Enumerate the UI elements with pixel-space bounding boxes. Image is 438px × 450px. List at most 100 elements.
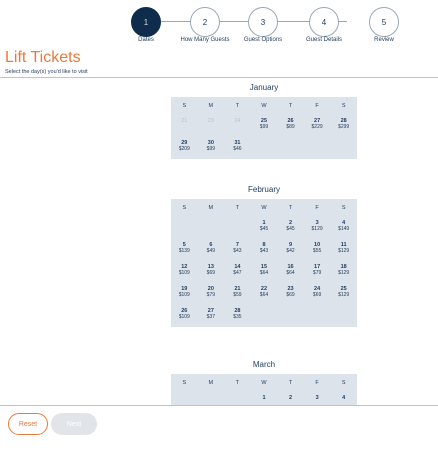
day-price: $139 [178, 248, 190, 254]
day-number: 17 [314, 264, 321, 270]
step-dates[interactable]: 1 [131, 7, 161, 37]
calendar-day[interactable]: 14$47 [224, 261, 251, 283]
calendar-day[interactable]: 13$69 [198, 261, 225, 283]
weekday-label: M [208, 103, 214, 109]
day-price: $129 [338, 248, 350, 254]
calendar-day[interactable]: 17$79 [304, 261, 331, 283]
calendar-day[interactable]: 28$35 [224, 305, 251, 327]
day-price: $299 [338, 124, 350, 130]
day-number: 13 [207, 264, 214, 270]
empty-day [251, 305, 278, 327]
calendar-day[interactable]: 18$129 [330, 261, 357, 283]
calendar-day[interactable]: 22$64 [251, 283, 278, 305]
next-button[interactable]: Next [51, 413, 97, 435]
weekday-label: F [315, 380, 319, 386]
calendar-day[interactable]: 4 [330, 392, 357, 405]
day-number: 1 [262, 220, 266, 226]
day-number: 22 [260, 286, 268, 292]
calendar-day[interactable]: 1$45 [251, 217, 278, 239]
calendar-day[interactable]: 19$109 [171, 283, 198, 305]
calendar-day[interactable]: 2 [277, 392, 304, 405]
weekday-label: M [208, 380, 214, 386]
calendar-day[interactable]: 27$37 [198, 305, 225, 327]
calendar-day[interactable]: 31$46 [224, 137, 251, 159]
day-price: $59 [233, 292, 242, 298]
day-number: 10 [314, 242, 321, 248]
calendar-day[interactable]: 8$43 [251, 239, 278, 261]
weekday-label: T [235, 103, 240, 109]
title-divider [0, 77, 438, 78]
step-number: 3 [260, 17, 266, 27]
day-number: 14 [234, 264, 241, 270]
day-number: 25 [340, 286, 347, 292]
day-number: 2 [289, 395, 293, 401]
calendar-day[interactable]: 4$149 [330, 217, 357, 239]
progress-stepper: 1 2 3 4 5 Dates How Many Guests Guest Op… [0, 4, 438, 44]
day-number: 1 [262, 395, 266, 401]
calendar-day[interactable]: 7$43 [224, 239, 251, 261]
step-label-how-many-guests: How Many Guests [180, 37, 230, 43]
calendar-day[interactable]: 23$69 [277, 283, 304, 305]
weekday-label: M [208, 205, 214, 211]
calendar-day[interactable]: 30$99 [198, 137, 225, 159]
day-price: $47 [233, 270, 242, 276]
day-price: $35 [233, 314, 242, 320]
calendar-day[interactable]: 21$59 [224, 283, 251, 305]
calendar-day[interactable]: 3$129 [304, 217, 331, 239]
calendar-day[interactable]: 25$129 [330, 283, 357, 305]
reset-button[interactable]: Reset [8, 413, 48, 435]
step-guest-details[interactable]: 4 [309, 7, 339, 37]
step-how-many-guests[interactable]: 2 [190, 7, 220, 37]
calendar-day[interactable]: 11$129 [330, 239, 357, 261]
day-price: $149 [338, 226, 350, 232]
calendar-day[interactable]: 28$299 [330, 115, 357, 137]
calendar-day[interactable]: 9$42 [277, 239, 304, 261]
calendar-day[interactable]: 12$109 [171, 261, 198, 283]
step-review[interactable]: 5 [369, 7, 399, 37]
day-price: $89 [286, 124, 295, 130]
month-title: January [249, 83, 279, 92]
calendar-day[interactable]: 29$209 [171, 137, 198, 159]
step-guest-options[interactable]: 3 [248, 7, 278, 37]
calendar-day[interactable]: 16$64 [277, 261, 304, 283]
calendar-day[interactable]: 2$45 [277, 217, 304, 239]
day-number: 24 [234, 118, 241, 124]
calendar-day[interactable]: 24$69 [304, 283, 331, 305]
calendar-day[interactable]: 20$79 [198, 283, 225, 305]
calendar-day[interactable]: 15$64 [251, 261, 278, 283]
day-price: $129 [311, 226, 323, 232]
calendar-day[interactable]: 10$55 [304, 239, 331, 261]
calendar-day[interactable]: 6$49 [198, 239, 225, 261]
weekday-label: W [261, 103, 267, 109]
day-price: $43 [233, 248, 242, 254]
weekday-label: T [235, 205, 240, 211]
day-number: 28 [234, 308, 241, 314]
weekday-label: F [315, 103, 319, 109]
calendar-day[interactable]: 1 [251, 392, 278, 405]
weekday-label: W [261, 205, 267, 211]
empty-day [198, 217, 225, 239]
calendar-day[interactable]: 26$109 [171, 305, 198, 327]
day-price: $79 [206, 292, 216, 298]
day-price: $45 [286, 226, 295, 232]
day-number: 25 [260, 118, 268, 124]
day-number: 27 [207, 308, 214, 314]
calendar-day: 24 [224, 115, 251, 137]
calendar-day[interactable]: 3 [304, 392, 331, 405]
calendar-day[interactable]: 5$139 [171, 239, 198, 261]
calendar-day[interactable]: 27$229 [304, 115, 331, 137]
calendar-day[interactable]: 25$99 [251, 115, 278, 137]
calendar-day[interactable]: 26$89 [277, 115, 304, 137]
day-number: 5 [182, 242, 186, 248]
day-number: 19 [181, 286, 188, 292]
